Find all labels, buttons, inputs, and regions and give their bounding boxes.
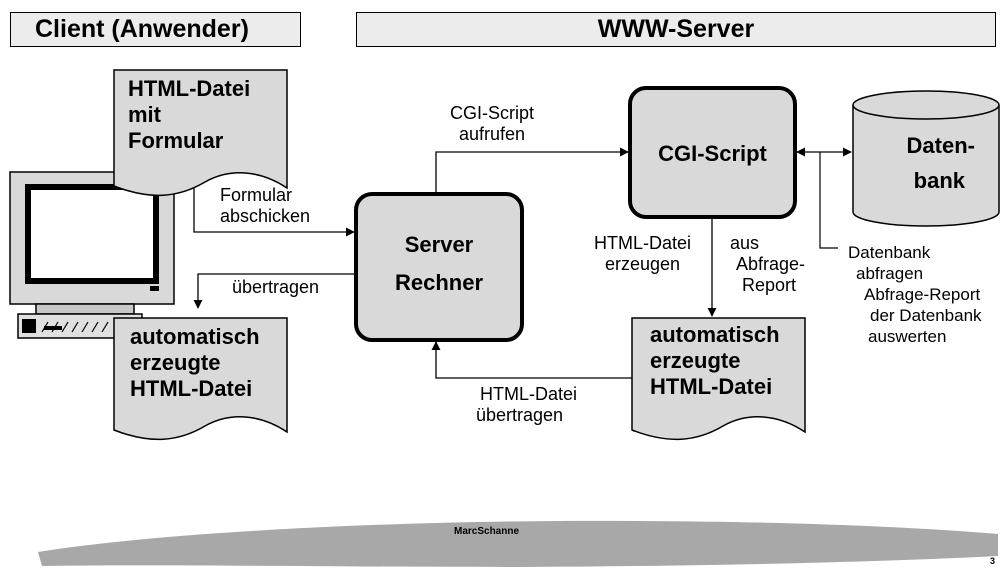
- arrow-cgi-aufrufen: [435, 147, 629, 194]
- server-auto-document-shape: [631, 317, 806, 440]
- database-label: Daten-bank: [906, 133, 975, 193]
- database-cylinder: [852, 90, 1000, 227]
- computer-icon: [9, 171, 175, 339]
- footer-author: MarcSchanne: [454, 526, 520, 537]
- label-aus-abfrage-report: aus Abfrage- Report: [730, 233, 806, 295]
- label-uebertragen: übertragen: [232, 277, 320, 297]
- footer-brush-stroke: [38, 520, 998, 567]
- page-number: 3: [990, 556, 996, 566]
- arrow-html-uebertragen: [431, 341, 632, 379]
- form-document-shape: [113, 69, 288, 196]
- server-header: WWW-Server: [356, 12, 996, 47]
- cgi-box-label: CGI-Script: [658, 141, 767, 166]
- arrow-uebertragen: [193, 273, 356, 309]
- label-html-uebertragen: HTML-Datei übertragen: [476, 384, 578, 425]
- client-auto-document-shape: [113, 317, 288, 440]
- server-box-shape: [354, 192, 524, 342]
- label-db-note: Datenbank abfragen Abfrage-Report der Da…: [848, 243, 982, 346]
- arrow-formular-abschicken: [193, 188, 355, 237]
- client-header: Client (Anwender): [10, 12, 301, 47]
- db-note-connector: [819, 152, 838, 249]
